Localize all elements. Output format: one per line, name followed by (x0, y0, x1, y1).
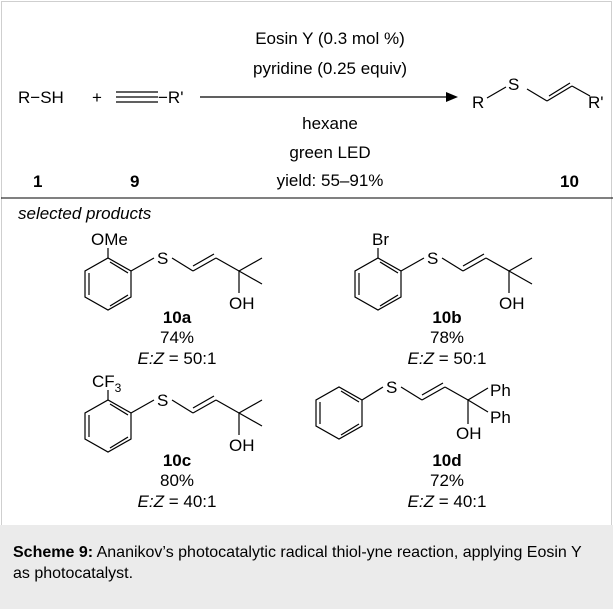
hydroxyl-label: OH (456, 424, 482, 443)
caption-text: Ananikov’s photocatalytic radical thiol-… (13, 544, 582, 582)
product-s: S (508, 75, 519, 94)
product-r-prime: R' (588, 93, 604, 112)
label-compound-1: 1 (33, 172, 42, 191)
substituent-label: CF3 (92, 372, 122, 395)
substituent-label: Br (372, 230, 389, 249)
label-compound-9: 9 (130, 172, 139, 191)
condition-solvent: hexane (302, 114, 358, 133)
ez-ratio: E:Z = 50:1 (138, 349, 217, 368)
sulfur-label: S (157, 249, 168, 268)
product-10b: Br S OH 10b 78% E:Z = 50:1 (354, 230, 533, 368)
sulfur-label: S (427, 249, 438, 268)
product-10d: S Ph Ph OH 10d 72% E:Z = 40:1 (315, 378, 511, 511)
condition-base: pyridine (0.25 equiv) (253, 59, 407, 78)
hydroxyl-label: OH (499, 294, 525, 313)
caption-label: Scheme 9: (13, 544, 94, 561)
scheme-caption: Scheme 9: Ananikov’s photocatalytic radi… (0, 525, 613, 609)
compound-id: 10b (432, 308, 461, 327)
ez-ratio: E:Z = 50:1 (408, 349, 487, 368)
compound-yield: 78% (430, 328, 464, 347)
ez-ratio: E:Z = 40:1 (138, 492, 217, 511)
phenyl-label-2: Ph (490, 408, 511, 427)
phenyl-label-1: Ph (490, 381, 511, 400)
product-10c: CF3 S OH 10c 80% E:Z = 40:1 (84, 372, 263, 511)
product-10a: OMe S OH 10a 74% E:Z = 50:1 (84, 230, 263, 368)
compound-yield: 74% (160, 328, 194, 347)
substituent-label: OMe (91, 230, 128, 249)
ez-ratio: E:Z = 40:1 (408, 492, 487, 511)
reactant-alkyne-r: −R' (158, 88, 183, 107)
reaction-arrow (200, 92, 458, 102)
compound-yield: 72% (430, 471, 464, 490)
compound-id: 10d (432, 451, 461, 470)
reactant-thiol: R−SH (18, 88, 64, 107)
hydroxyl-label: OH (229, 436, 255, 455)
product-r: R (472, 93, 484, 112)
alkyne-triple-bond (116, 91, 158, 103)
product-structure: R S R' (472, 75, 604, 112)
hydroxyl-label: OH (229, 294, 255, 313)
condition-yield: yield: 55–91% (277, 171, 384, 190)
sulfur-label: S (157, 391, 168, 410)
scheme-drawing: R−SH + −R' Eosin Y (0.3 mol %) pyridine … (1, 29, 613, 511)
sulfur-label: S (386, 378, 397, 397)
compound-yield: 80% (160, 471, 194, 490)
compound-id: 10c (163, 451, 191, 470)
condition-light: green LED (289, 143, 370, 162)
section-title: selected products (18, 204, 152, 223)
compound-id: 10a (163, 308, 192, 327)
plus-sign: + (92, 88, 102, 107)
condition-catalyst: Eosin Y (0.3 mol %) (255, 29, 405, 48)
label-compound-10: 10 (560, 172, 579, 191)
